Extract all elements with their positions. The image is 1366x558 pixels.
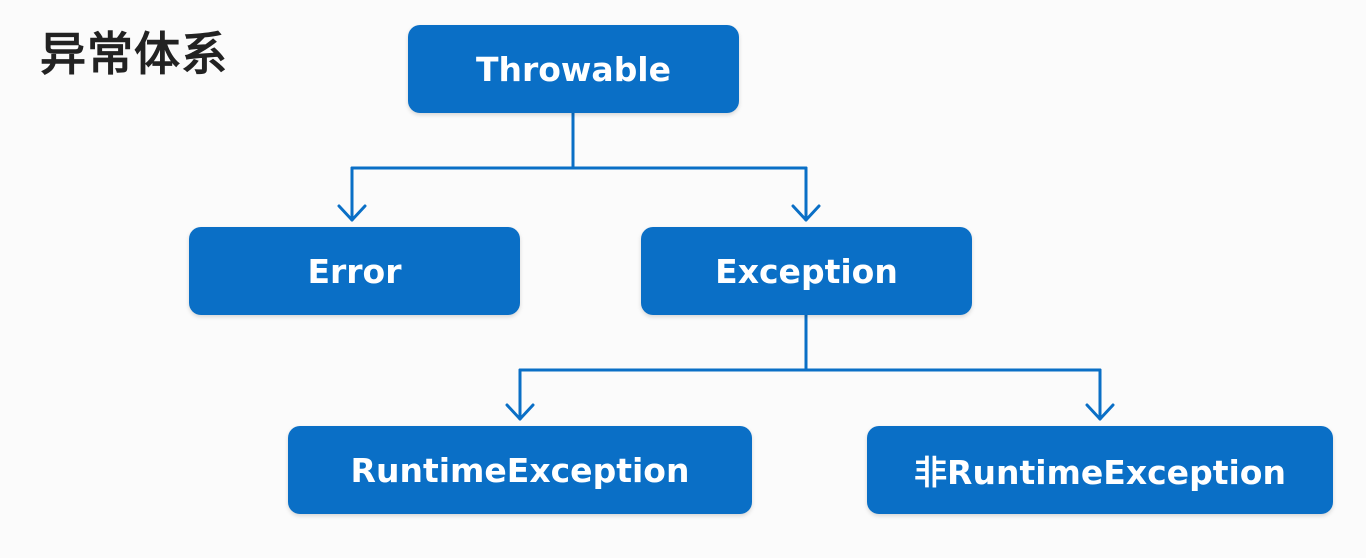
page-title: 异常体系 bbox=[40, 27, 228, 81]
arrowhead-nonruntime bbox=[1085, 403, 1115, 421]
node-runtime-exception: RuntimeException bbox=[288, 426, 752, 514]
node-throwable: Throwable bbox=[408, 25, 739, 113]
arrowhead-runtime bbox=[505, 403, 535, 421]
node-exception: Exception bbox=[641, 227, 972, 315]
arrowhead-error bbox=[337, 204, 367, 222]
node-error: Error bbox=[189, 227, 520, 315]
node-non-runtime-exception: 非RuntimeException bbox=[867, 426, 1333, 514]
arrowhead-exception bbox=[791, 204, 821, 222]
